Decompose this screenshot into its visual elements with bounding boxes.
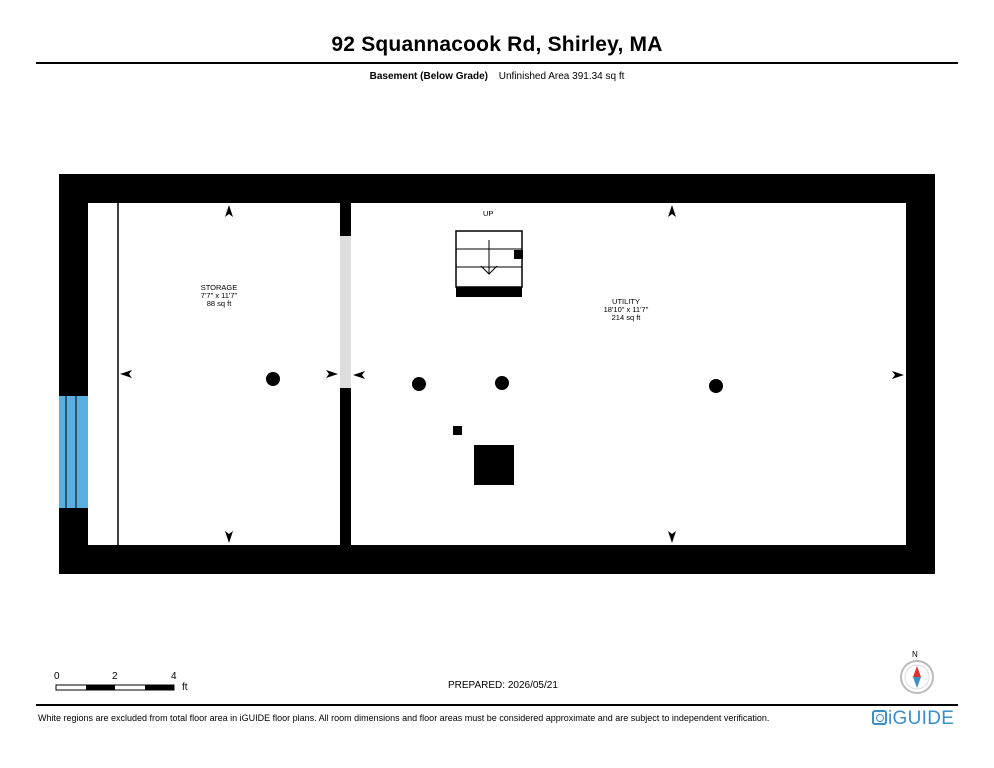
compass-north-label: N [912,650,918,659]
room-name: STORAGE [200,283,238,292]
interior-wall-lower [340,388,351,545]
brand-name: iGUIDE [888,708,955,729]
footer-divider [36,704,958,706]
plan-title: 92 Squannacook Rd, Shirley, MA [331,33,663,56]
disclaimer: White regions are excluded from total fl… [38,713,770,723]
prepared-date: PREPARED: 2026/05/21 [448,680,558,691]
stairs[interactable] [455,230,523,297]
room-label-utility: UTILITY 18'10" x 11'7" 214 sq ft [566,298,686,322]
column [412,377,426,391]
post [453,426,462,435]
door-opening[interactable] [340,236,351,388]
room-dimensions: 7'7" x 11'7" [200,291,238,300]
west-window [59,396,88,508]
interior-wall-upper [340,203,351,236]
plan-subtitle: Basement (Below Grade) Unfinished Area 3… [0,71,994,82]
room-name: UTILITY [612,297,640,306]
room-area: 88 sq ft [206,299,232,308]
scale-tick-4: 4 [171,671,177,682]
column [495,376,509,390]
scale-bar [55,684,175,691]
floor-area: Unfinished Area 391.34 sq ft [498,71,625,82]
floor-level: Basement (Below Grade) [369,71,488,82]
brand-logo: iGUIDE [872,708,954,730]
stairs-up-label: UP [483,209,494,218]
room-area: 214 sq ft [611,313,641,322]
scale-tick-2: 2 [112,671,118,682]
scale-tick-0: 0 [54,671,60,682]
iguide-logo-icon [872,710,887,725]
column [709,379,723,393]
compass-rose-icon [900,660,934,694]
room-label-storage: STORAGE 7'7" x 11'7" 88 sq ft [159,284,279,308]
chimney [474,445,514,485]
scale-unit: ft [182,682,188,693]
dimension-markers [120,205,904,543]
header-divider [36,62,958,64]
room-dimensions: 18'10" x 11'7" [603,305,649,314]
column [266,372,280,386]
